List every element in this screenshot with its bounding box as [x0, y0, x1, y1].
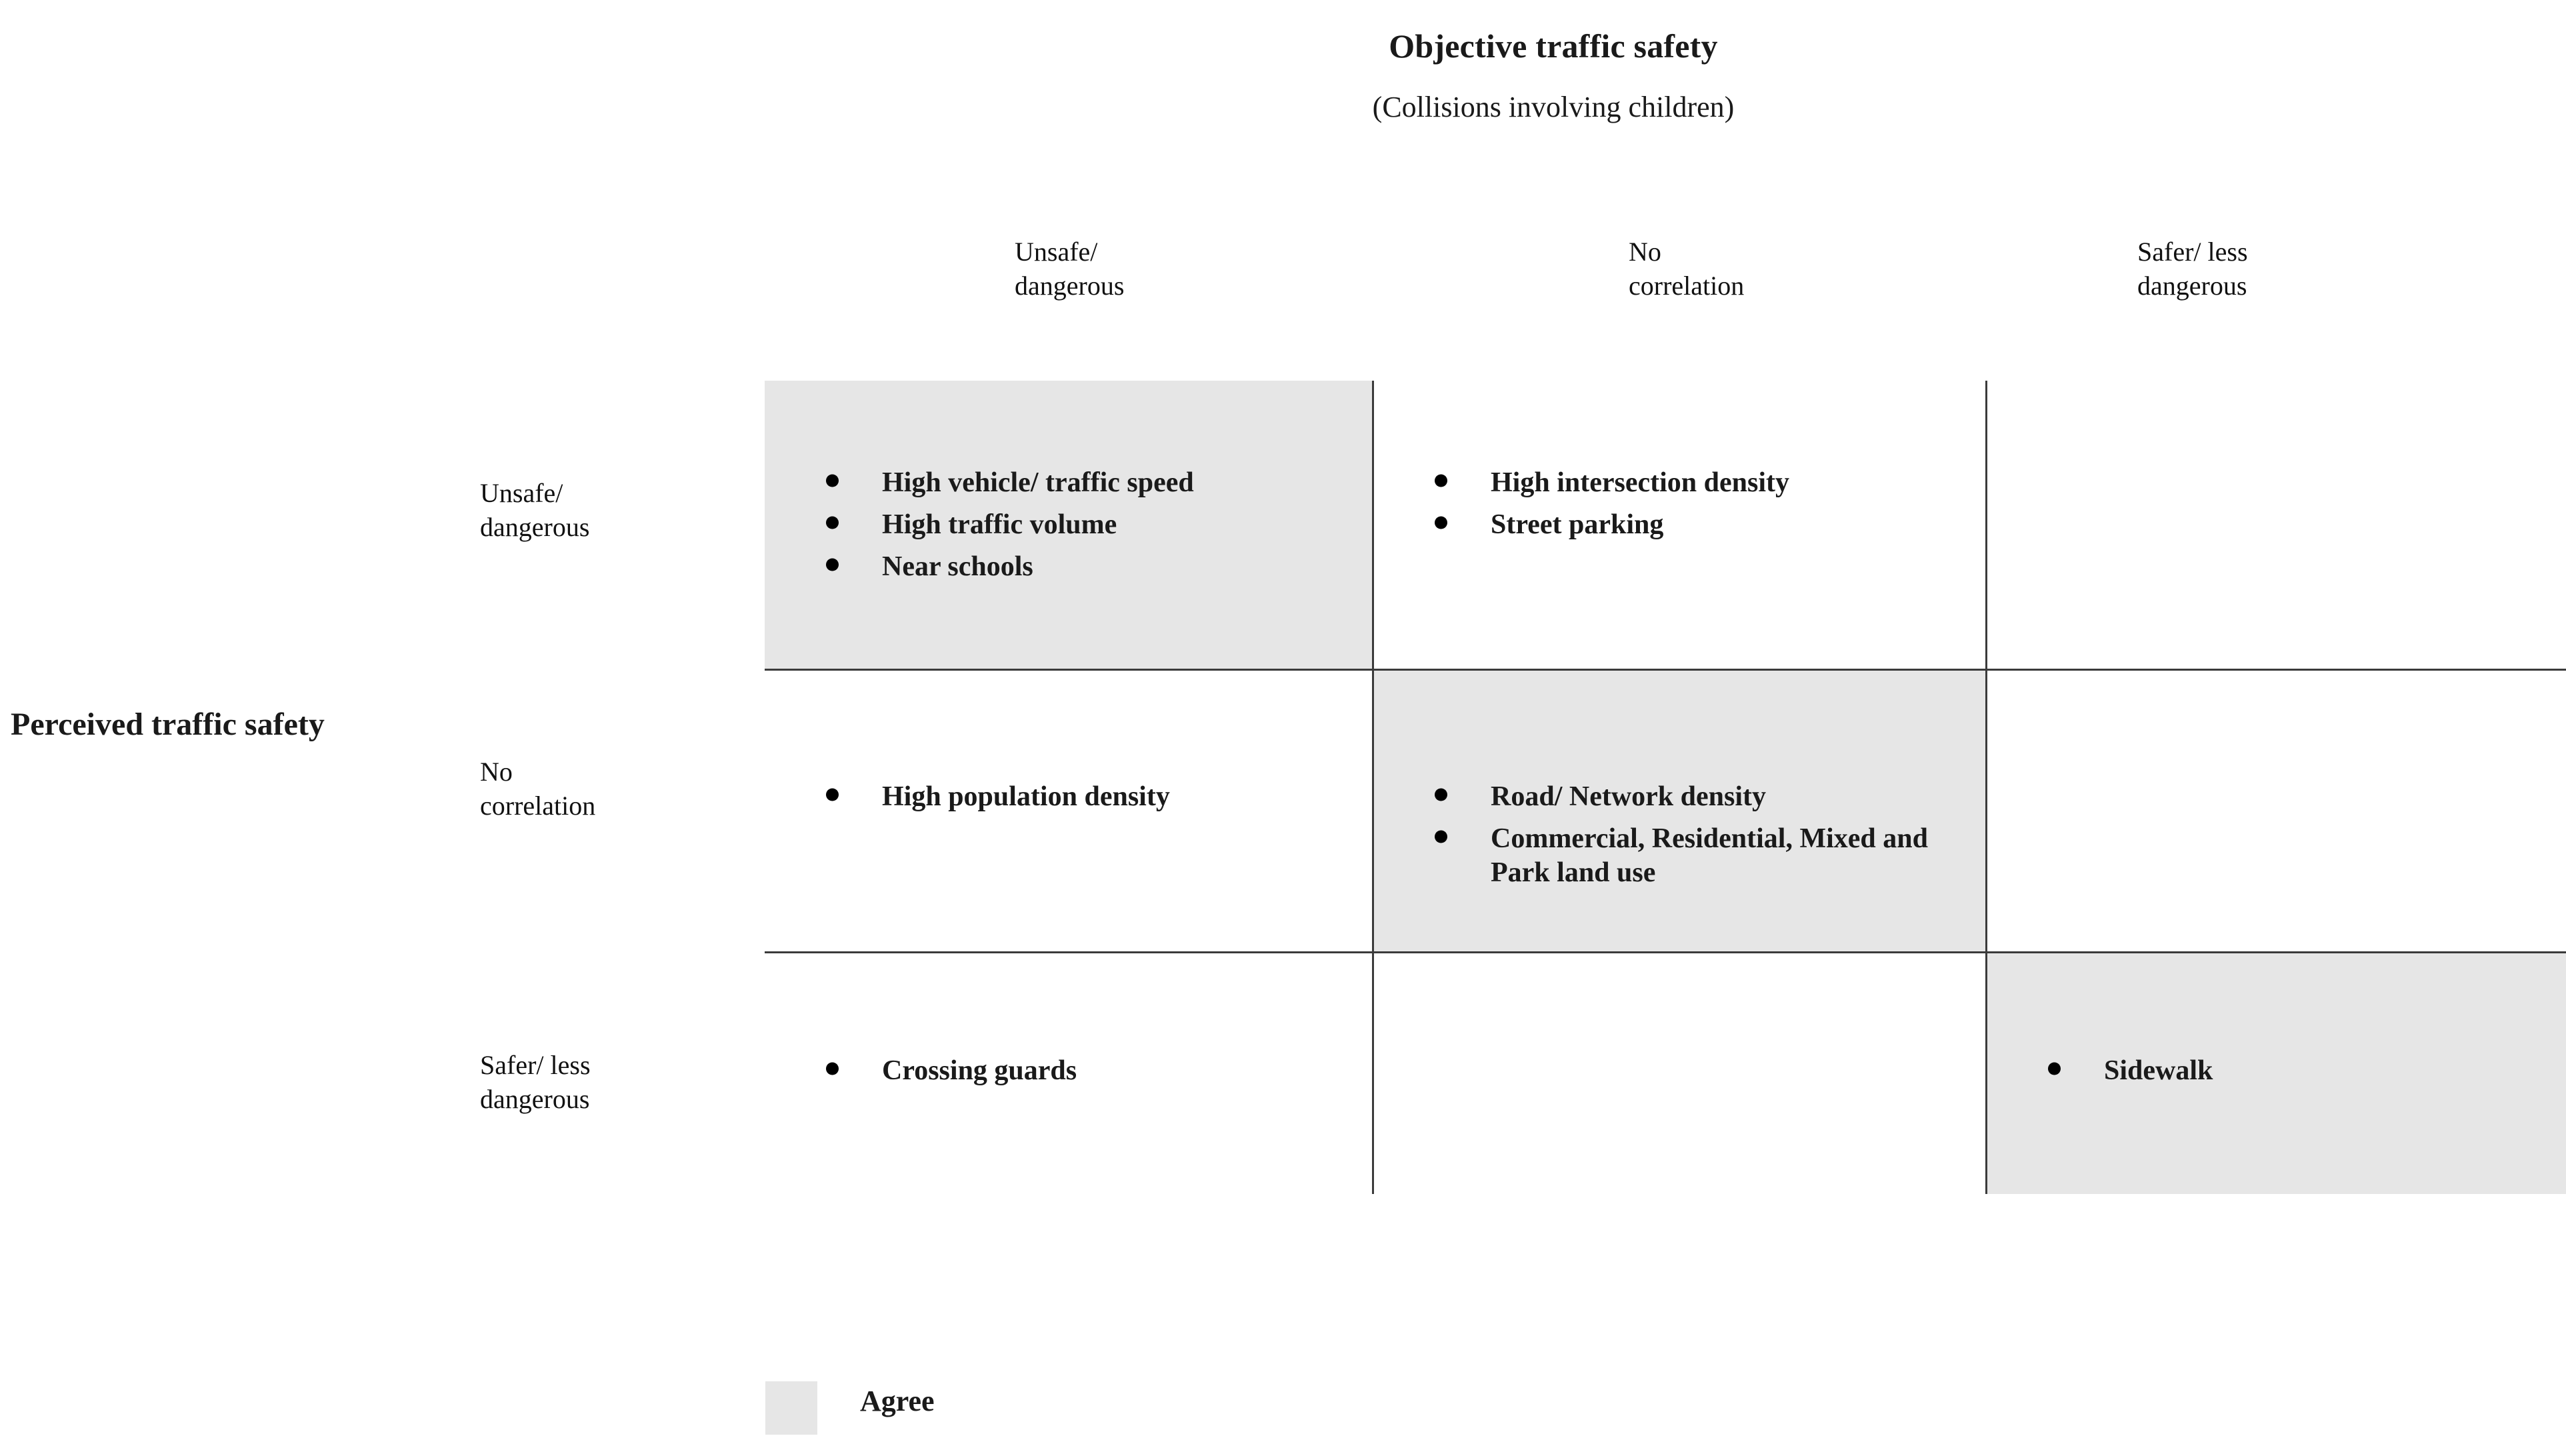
bullet-item: Road/ Network density [1373, 780, 1976, 814]
bullet-item: High population density [765, 780, 1359, 814]
bullet-dot-icon [826, 558, 839, 571]
bullet-dot-icon [2048, 1062, 2061, 1075]
bullet-dot-icon [826, 1062, 839, 1075]
bullet-text: High intersection density [1491, 467, 1789, 498]
bullet-item: Commercial, Residential, Mixed and Park … [1373, 822, 1976, 890]
bullet-text: High traffic volume [882, 509, 1117, 541]
chart-title: Objective traffic safety [1389, 27, 1718, 65]
grid-line-horizontal-2 [765, 951, 2566, 953]
bullet-text: High population density [882, 781, 1170, 812]
bullet-list: High population density [765, 780, 1372, 822]
bullet-text: Crossing guards [882, 1055, 1077, 1086]
bullet-text: Street parking [1491, 509, 1664, 541]
column-header-unsafe-dangerous: Unsafe/dangerous [1015, 237, 1125, 301]
bullet-item: High traffic volume [765, 508, 1359, 542]
matrix-cell-r2c2: Sidewalk [1987, 953, 2566, 1194]
matrix-cell-r2c0: Crossing guards [765, 953, 1372, 1194]
bullet-dot-icon [1435, 830, 1447, 843]
bullet-text: Near schools [882, 551, 1033, 583]
grid-line-vertical-1 [1372, 381, 1374, 1194]
matrix-cell-r1c2 [1987, 670, 2566, 951]
bullet-dot-icon [826, 516, 839, 529]
bullet-dot-icon [826, 788, 839, 801]
bullet-dot-icon [1435, 516, 1447, 529]
bullet-text: Sidewalk [2104, 1055, 2213, 1086]
row-header-unsafe-dangerous: Unsafe/dangerous [480, 478, 590, 543]
bullet-item: Street parking [1373, 508, 1976, 542]
bullet-dot-icon [1435, 474, 1447, 487]
bullet-dot-icon [826, 474, 839, 487]
bullet-item: Sidewalk [1987, 1054, 2553, 1088]
grid-line-horizontal-1 [765, 669, 2566, 671]
matrix-cell-r2c1 [1373, 953, 1985, 1194]
row-axis-title: Perceived traffic safety [11, 707, 325, 742]
bullet-item: Near schools [765, 550, 1359, 584]
bullet-list: Sidewalk [1987, 1054, 2566, 1096]
bullet-list: Crossing guards [765, 1054, 1372, 1096]
bullet-text: Road/ Network density [1491, 781, 1767, 812]
bullet-text: High vehicle/ traffic speed [882, 467, 1194, 498]
grid-line-vertical-2 [1985, 381, 1987, 1194]
bullet-text: Commercial, Residential, Mixed and Park … [1491, 823, 1929, 889]
bullet-item: Crossing guards [765, 1054, 1359, 1088]
legend-swatch-agree [765, 1381, 817, 1435]
bullet-item: High vehicle/ traffic speed [765, 466, 1359, 500]
matrix-cell-r1c0: High population density [765, 670, 1372, 951]
legend-label-agree: Agree [860, 1385, 935, 1417]
bullet-dot-icon [1435, 788, 1447, 801]
chart-subtitle: (Collisions involving children) [1372, 91, 1735, 123]
bullet-item: High intersection density [1373, 466, 1976, 500]
matrix-cell-r0c2 [1987, 381, 2566, 669]
